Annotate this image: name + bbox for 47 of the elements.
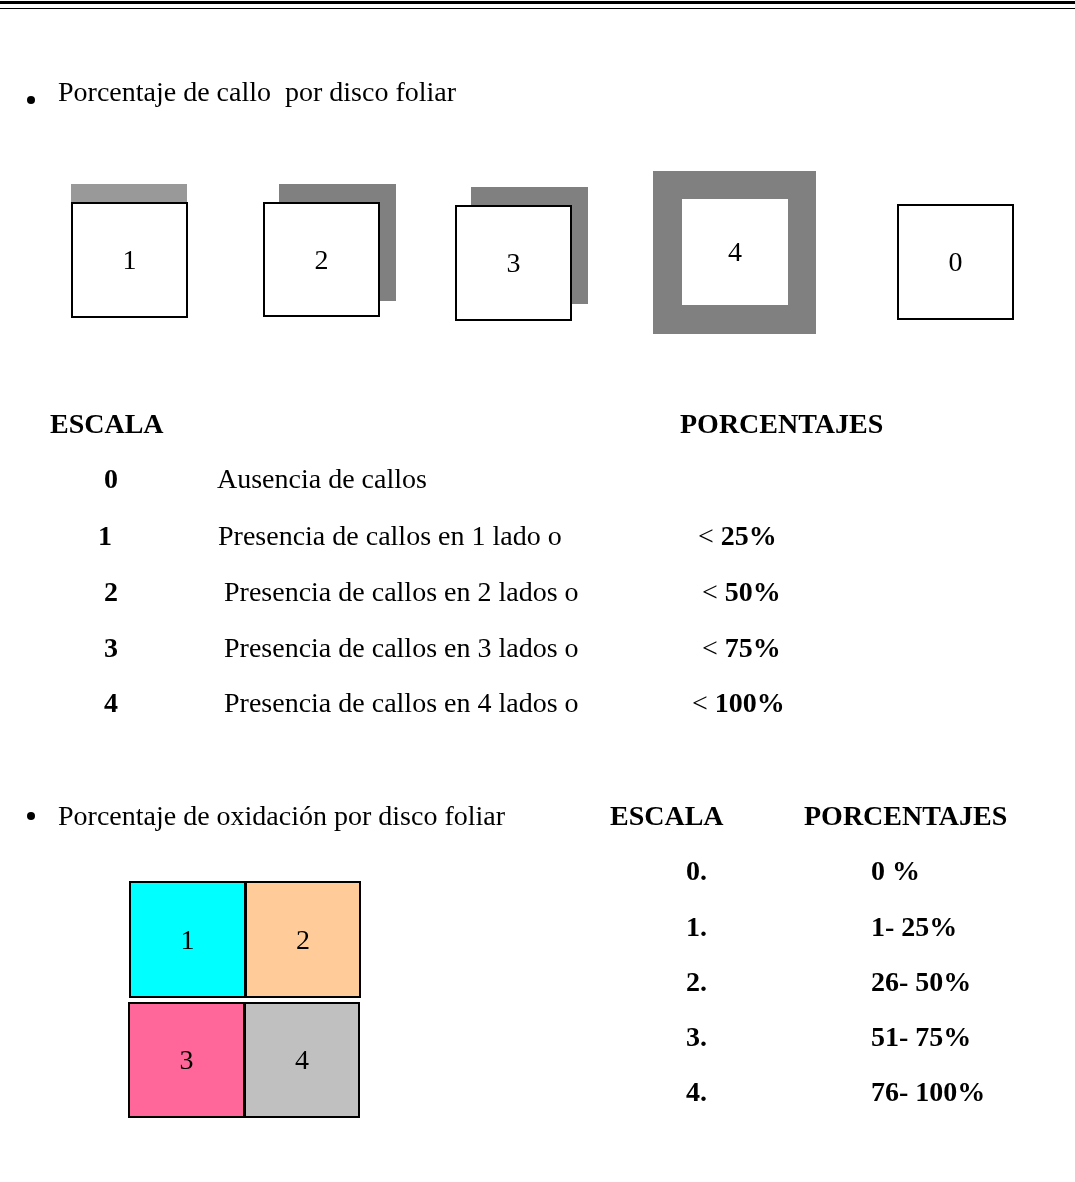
leaf-disc-drawing bbox=[455, 187, 588, 321]
table-text: 1 bbox=[98, 520, 112, 552]
column-header: PORCENTAJES bbox=[680, 408, 884, 440]
table-text: 26- 50% bbox=[871, 966, 972, 998]
table-text: Presencia de callos en 4 lados o bbox=[224, 687, 579, 719]
square-number: 3 bbox=[179, 1044, 194, 1076]
leaf-disc-drawing bbox=[263, 184, 396, 317]
table-text: Presencia de callos en 2 lados o bbox=[224, 576, 579, 608]
table-text: 1. bbox=[686, 911, 707, 943]
quadrant-cell bbox=[129, 881, 246, 998]
table-text: 76- 100% bbox=[871, 1076, 986, 1108]
square-number: 0 bbox=[948, 246, 963, 278]
square-number: 2 bbox=[296, 923, 310, 956]
bullet-text: Porcentaje de callo por disco foliar bbox=[58, 76, 457, 108]
table-text: < 50% bbox=[702, 576, 781, 608]
column-header: PORCENTAJES bbox=[804, 800, 1008, 832]
table-text: Ausencia de callos bbox=[217, 463, 427, 495]
leaf-disc-square bbox=[653, 171, 816, 334]
table-text: Presencia de callos en 1 lado o bbox=[218, 520, 562, 552]
table-text: Presencia de callos en 3 lados o bbox=[224, 632, 579, 664]
table-text: < 100% bbox=[692, 687, 785, 719]
table-text: 0. bbox=[686, 855, 707, 887]
table-text: 4 bbox=[104, 687, 118, 719]
quadrant-cell bbox=[245, 881, 361, 998]
square-number: 4 bbox=[295, 1044, 309, 1076]
square-number: 1 bbox=[180, 923, 195, 956]
column-header: ESCALA bbox=[50, 408, 164, 440]
table-text: < 25% bbox=[698, 520, 777, 552]
quadrant-cell bbox=[128, 1002, 245, 1118]
square-number: 4 bbox=[728, 236, 742, 268]
table-text: 51- 75% bbox=[871, 1021, 972, 1053]
table-text: 2 bbox=[104, 576, 118, 608]
table-text: < 75% bbox=[702, 632, 781, 664]
square-number: 3 bbox=[506, 247, 521, 279]
square-number: 2 bbox=[314, 243, 329, 276]
column-header: ESCALA bbox=[610, 800, 724, 832]
bullet-text: Porcentaje de oxidación por disco foliar bbox=[58, 800, 506, 832]
table-text: 0 bbox=[104, 463, 118, 495]
table-text: 0 % bbox=[871, 855, 920, 887]
table-text: 3. bbox=[686, 1021, 707, 1053]
table-text: 4. bbox=[686, 1076, 707, 1108]
table-text: 3 bbox=[104, 632, 118, 664]
table-text: 2. bbox=[686, 966, 707, 998]
quadrant-cell bbox=[244, 1002, 360, 1118]
square-number: 1 bbox=[122, 244, 137, 276]
table-text: 1- 25% bbox=[871, 911, 958, 943]
leaf-disc-square bbox=[897, 204, 1014, 320]
